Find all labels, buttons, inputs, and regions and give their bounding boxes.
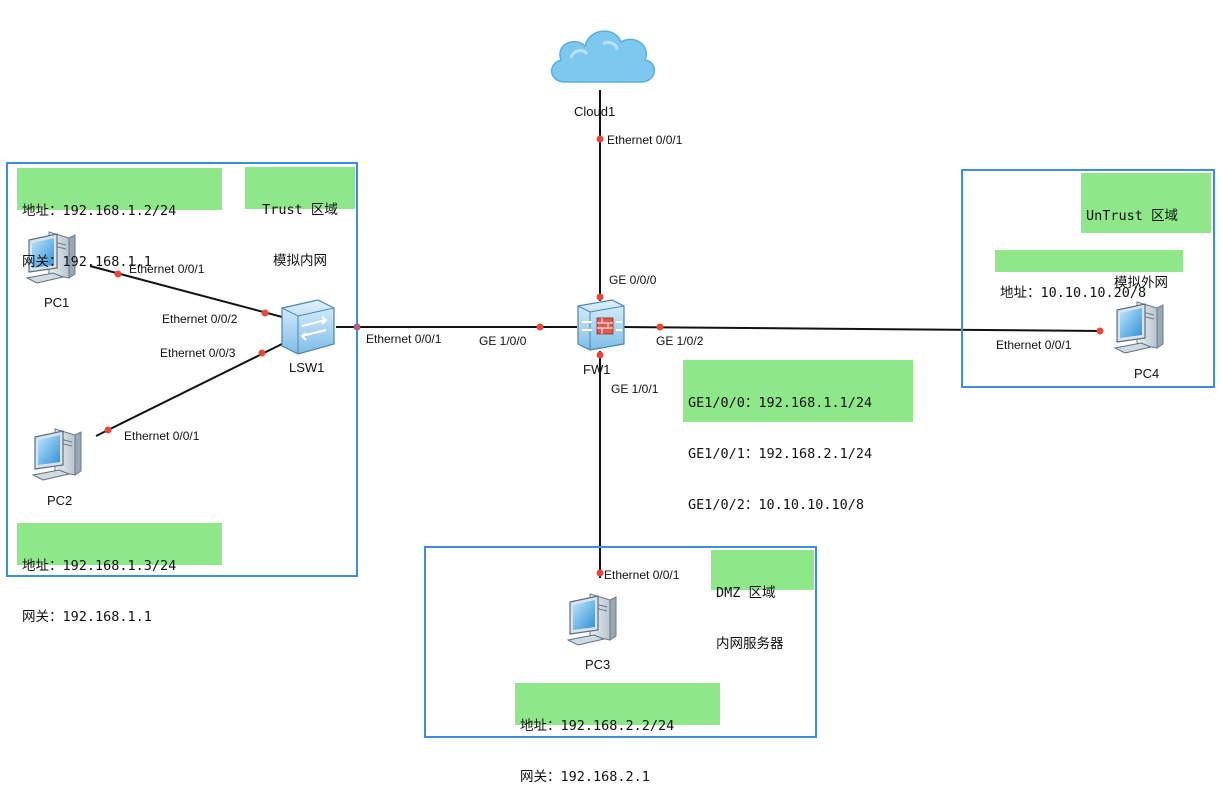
- switch-icon: [281, 299, 335, 355]
- pc4-address-note: 地址：10.10.10.20/8: [995, 250, 1183, 301]
- cloud1-label: Cloud1: [574, 104, 616, 119]
- port-dot-pc1: [114, 270, 122, 278]
- port-label-fw-ge100: GE 1/0/0: [479, 334, 527, 348]
- pc3-label: PC3: [585, 657, 611, 672]
- port-label-fw-ge101: GE 1/0/1: [611, 382, 659, 396]
- port-dot-pc2: [104, 426, 112, 434]
- pc1-label: PC1: [44, 295, 70, 310]
- port-dot-lsw-eth003: [258, 349, 266, 357]
- port-label-pc1-eth: Ethernet 0/0/1: [129, 262, 205, 276]
- fw-if-ge101: GE1/0/1：192.168.2.1/24: [688, 446, 873, 462]
- pc3-gateway: 网关：192.168.2.1: [520, 769, 650, 785]
- link-fw-pc4: [622, 326, 1104, 332]
- fw-if-ge100: GE1/0/0：192.168.1.1/24: [688, 395, 873, 411]
- zone-untrust-title: UnTrust 区域: [1086, 208, 1179, 224]
- pc4-address: 地址：10.10.10.20/8: [1000, 285, 1147, 301]
- pc1-address: 地址：192.168.1.2/24: [22, 203, 177, 219]
- zone-trust: [6, 162, 358, 577]
- port-label-fw-ge102: GE 1/0/2: [656, 334, 704, 348]
- fw-interfaces-note: GE1/0/0：192.168.1.1/24 GE1/0/1：192.168.2…: [683, 360, 913, 513]
- pc2-address: 地址：192.168.1.3/24: [22, 558, 177, 574]
- zone-trust-subtitle: 模拟内网: [273, 253, 327, 269]
- port-label-pc3-eth: Ethernet 0/0/1: [604, 568, 680, 582]
- port-label-pc4-eth: Ethernet 0/0/1: [996, 338, 1072, 352]
- zone-untrust-subtitle: 模拟外网: [1114, 275, 1168, 291]
- pc2-label: PC2: [47, 493, 73, 508]
- zone-dmz-subtitle: 内网服务器: [716, 636, 784, 652]
- zone-dmz: [424, 546, 817, 738]
- pc3-address: 地址：192.168.2.2/24: [520, 718, 675, 734]
- firewall-icon: [577, 299, 625, 351]
- zone-dmz-title: DMZ 区域: [716, 585, 776, 601]
- pc1-address-note: 地址：192.168.1.2/24 网关：192.168.1.1: [17, 168, 222, 270]
- port-label-lsw-eth001: Ethernet 0/0/1: [366, 332, 442, 346]
- link-pc1-lsw: [89, 265, 287, 319]
- port-dot-pc3: [596, 569, 604, 577]
- port-dot-fw-ge100: [536, 323, 544, 331]
- port-dot-fw-ge102: [656, 323, 664, 331]
- port-dot-fw-ge101: [596, 351, 604, 359]
- topology-canvas: [26, 30, 1164, 646]
- zone-trust-title: Trust 区域: [262, 202, 338, 218]
- lsw1-label: LSW1: [289, 360, 325, 375]
- port-dot-pc4: [1096, 327, 1104, 335]
- pc1-gateway: 网关：192.168.1.1: [22, 254, 152, 270]
- port-label-lsw-eth002: Ethernet 0/0/2: [162, 312, 238, 326]
- pc2-address-note: 地址：192.168.1.3/24 网关：192.168.1.1: [17, 523, 222, 625]
- port-label-fw-ge000: GE 0/0/0: [609, 273, 657, 287]
- fw-if-ge102: GE1/0/2：10.10.10.10/8: [688, 497, 865, 513]
- pc4-label: PC4: [1134, 366, 1160, 381]
- port-label-pc2-eth: Ethernet 0/0/1: [124, 429, 200, 443]
- zone-trust-label: Trust 区域 模拟内网: [245, 167, 355, 269]
- pc2-gateway: 网关：192.168.1.1: [22, 609, 152, 625]
- fw1-label: FW1: [583, 362, 611, 377]
- link-pc2-lsw: [95, 341, 287, 437]
- zone-untrust: [961, 169, 1215, 388]
- zone-untrust-label: UnTrust 区域 模拟外网: [1081, 173, 1211, 291]
- port-dot-fw-ge000: [596, 293, 604, 301]
- zone-dmz-label: DMZ 区域 内网服务器: [711, 550, 814, 652]
- cloud-icon: [551, 30, 655, 83]
- port-dot-cloud: [596, 135, 604, 143]
- pc3-address-note: 地址：192.168.2.2/24 网关：192.168.2.1: [515, 683, 720, 785]
- port-dot-lsw-eth002: [261, 309, 269, 317]
- port-label-cloud-eth: Ethernet 0/0/1: [607, 133, 683, 147]
- port-label-lsw-eth003: Ethernet 0/0/3: [160, 346, 236, 360]
- port-dots: [104, 135, 1104, 577]
- link-lines: [89, 90, 1104, 578]
